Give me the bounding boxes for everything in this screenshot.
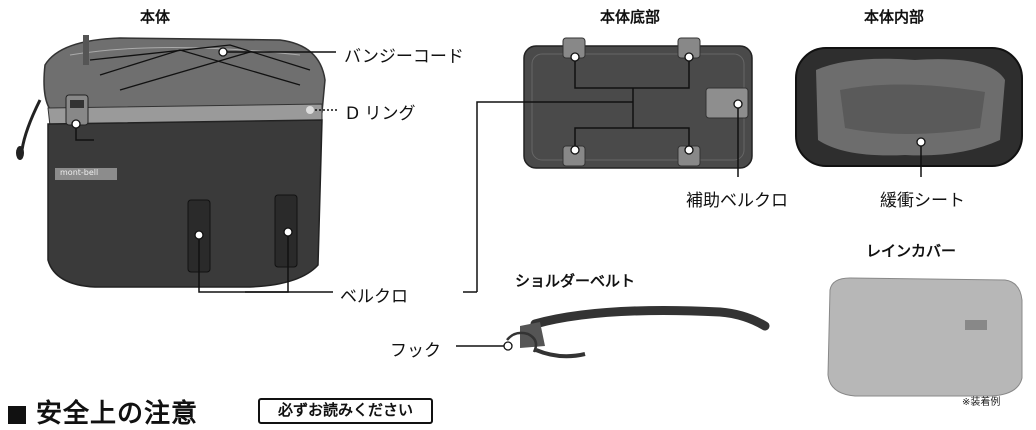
must-read-notice: 必ずお読みください [258, 398, 434, 424]
title-main-body: 本体 [140, 8, 171, 26]
label-hook: フック [390, 341, 441, 361]
bag-main-image [16, 35, 326, 288]
title-bottom: 本体底部 [600, 8, 661, 26]
label-velcro: ベルクロ [340, 287, 408, 307]
diagram-canvas [16, 35, 1023, 397]
title-rain-cover: レインカバー [866, 242, 957, 260]
safety-heading-text: 安全上の注意 [36, 399, 199, 429]
title-inside: 本体内部 [864, 8, 925, 26]
bag-bottom-image [523, 37, 753, 169]
safety-heading: 安全上の注意 [8, 393, 198, 430]
square-bullet-icon [8, 405, 26, 424]
label-bungee-cord: バンジーコード [344, 47, 464, 67]
label-aux-velcro: 補助ベルクロ [686, 191, 788, 211]
brand-badge: mont-bell [60, 168, 99, 177]
label-cushion-sheet: 緩衝シート [880, 191, 965, 211]
rain-cover-image [827, 277, 1023, 397]
shoulder-belt-image [506, 306, 770, 359]
label-d-ring: D リング [346, 104, 416, 124]
title-shoulder-belt: ショルダーベルト [515, 272, 636, 290]
example-note: ※装着例 [962, 397, 1001, 408]
bag-inside-image [795, 47, 1023, 167]
